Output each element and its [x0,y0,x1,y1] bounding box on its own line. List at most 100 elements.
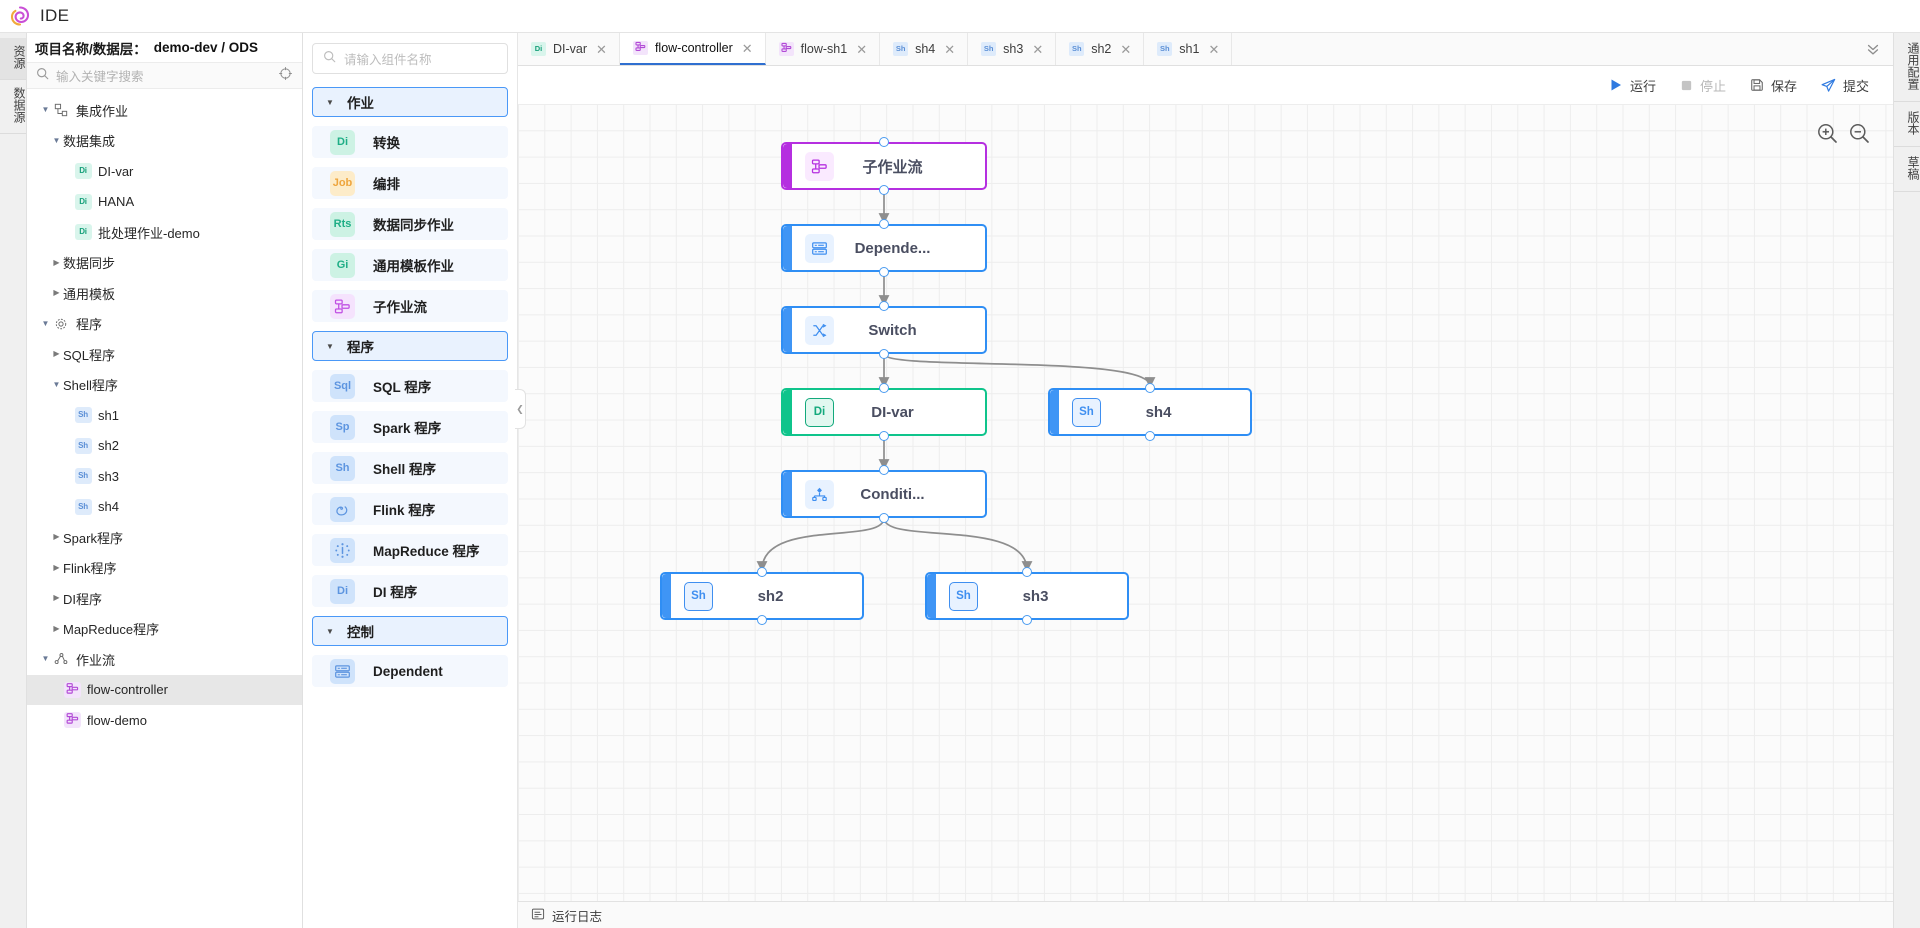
caret-right-icon[interactable]: ▶ [53,623,60,633]
rail-item-general-config[interactable]: 通用配置 [1894,33,1920,102]
palette-search-input[interactable]: 请输入组件名称 [344,53,432,67]
node-port-bottom[interactable] [1145,431,1155,441]
palette-collapse-handle[interactable]: ❮ [515,389,526,429]
node-port-bottom[interactable] [879,431,889,441]
close-icon[interactable]: ✕ [741,40,753,56]
tree-node[interactable]: ▶DI程序 [27,583,302,614]
node-port-bottom[interactable] [1022,615,1032,625]
palette-group-jobs[interactable]: ▼作业 [312,87,508,117]
node-port-bottom[interactable] [879,513,889,523]
caret-down-icon[interactable]: ▼ [52,135,61,145]
node-port-bottom[interactable] [879,185,889,195]
tree-node[interactable]: ▼程序 [27,309,302,340]
tree-search-input[interactable]: 输入关键字搜索 [56,70,144,84]
caret-down-icon[interactable]: ▼ [41,318,50,328]
palette-item-flink-program[interactable]: Flink 程序 [312,493,508,525]
run-log-bar[interactable]: 运行日志 [518,901,1893,928]
close-icon[interactable]: ✕ [596,41,607,57]
tab-flow-controller[interactable]: flow-controller✕ [619,33,766,65]
node-port-bottom[interactable] [879,349,889,359]
rail-item-datasource[interactable]: 数据源 [0,80,26,134]
close-icon[interactable]: ✕ [1032,41,1044,57]
tree-node[interactable]: ▶Flink程序 [27,553,302,584]
tree-node[interactable]: ▶SQL程序 [27,339,302,370]
node-port-top[interactable] [879,465,889,475]
caret-down-icon[interactable]: ▼ [41,654,50,664]
rail-item-draft[interactable]: 草稿 [1894,147,1920,192]
node-port-top[interactable] [879,137,889,147]
tree-node[interactable]: ▼集成作业 [27,95,302,126]
close-icon[interactable]: ✕ [1120,41,1132,57]
palette-item-dependent[interactable]: Dependent [312,655,508,687]
node-port-top[interactable] [1145,383,1155,393]
caret-right-icon[interactable]: ▶ [53,288,60,298]
palette-item-subflow[interactable]: 子作业流 [312,290,508,322]
tree-node[interactable]: ▼作业流 [27,644,302,675]
node-port-top[interactable] [879,301,889,311]
flow-node[interactable]: Depende... [781,224,987,272]
caret-down-icon[interactable]: ▼ [326,97,334,107]
caret-down-icon[interactable]: ▼ [52,379,61,389]
submit-button[interactable]: 提交 [1821,76,1869,95]
tree-search-bar[interactable]: 输入关键字搜索 [27,62,302,89]
node-port-top[interactable] [1022,567,1032,577]
tab-flow-sh1[interactable]: flow-sh1✕ [765,33,881,65]
run-button[interactable]: 运行 [1609,76,1656,95]
flow-node[interactable]: 子作业流 [781,142,987,190]
tree-node[interactable]: ▶数据同步 [27,248,302,279]
node-port-top[interactable] [757,567,767,577]
flow-node[interactable]: Conditi... [781,470,987,518]
caret-down-icon[interactable]: ▼ [326,341,334,351]
rail-item-version[interactable]: 版本 [1894,102,1920,147]
caret-right-icon[interactable]: ▶ [53,593,60,603]
close-icon[interactable]: ✕ [1208,41,1220,57]
tree-node[interactable]: ▶MapReduce程序 [27,614,302,645]
rail-item-resources[interactable]: 资源 [0,38,26,80]
node-port-top[interactable] [879,383,889,393]
flow-node[interactable]: Switch [781,306,987,354]
resource-tree[interactable]: ▼集成作业▼数据集成▶DiDI-var▶DiHANA▶Di批处理作业-demo▶… [27,89,302,928]
caret-down-icon[interactable]: ▼ [41,105,50,115]
tree-node[interactable]: ▶flow-controller [27,674,302,705]
palette-group-control[interactable]: ▼控制 [312,616,508,646]
save-button[interactable]: 保存 [1750,76,1797,95]
palette-group-programs[interactable]: ▼程序 [312,331,508,361]
zoom-out-icon[interactable] [1848,122,1870,144]
tree-node[interactable]: ▼数据集成 [27,126,302,157]
tree-node[interactable]: ▶flow-demo [27,705,302,736]
caret-right-icon[interactable]: ▶ [53,349,60,359]
zoom-in-icon[interactable] [1816,122,1838,144]
tree-node[interactable]: ▶Spark程序 [27,522,302,553]
node-port-top[interactable] [879,219,889,229]
tree-node[interactable]: ▶通用模板 [27,278,302,309]
stop-button[interactable]: 停止 [1680,76,1726,95]
palette-item-mapreduce-program[interactable]: MapReduce 程序 [312,534,508,566]
node-port-bottom[interactable] [879,267,889,277]
close-icon[interactable]: ✕ [856,41,868,57]
caret-right-icon[interactable]: ▶ [53,257,60,267]
